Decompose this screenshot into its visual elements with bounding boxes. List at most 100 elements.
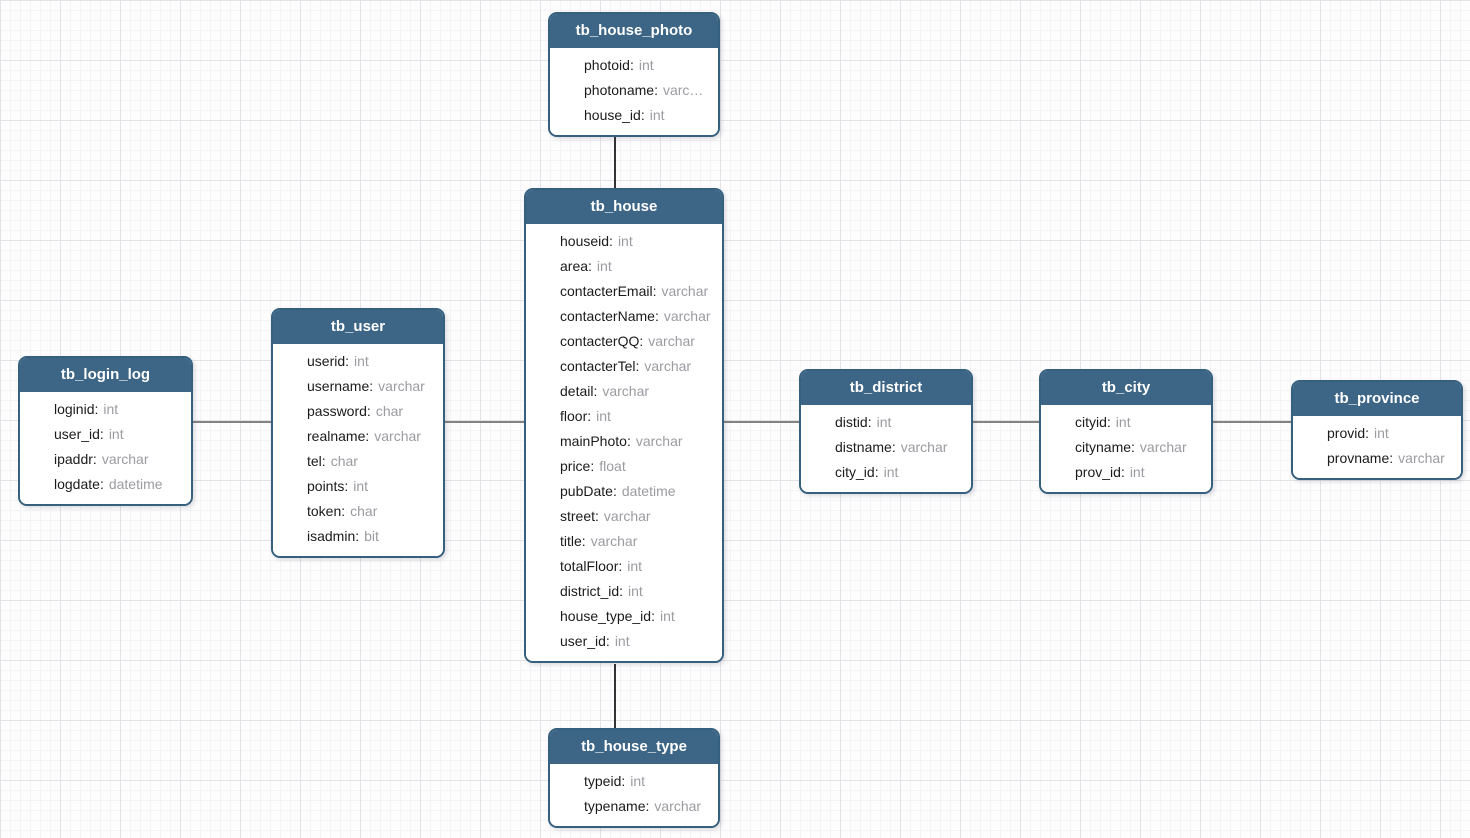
entity-body: useridint usernamevarchar passwordchar r… (273, 344, 443, 556)
field-row[interactable]: tokenchar (273, 499, 443, 524)
field-row[interactable]: detailvarchar (526, 379, 722, 404)
entity-tb-house[interactable]: tb_house houseidint areaint contacterEma… (524, 188, 724, 663)
field-type: int (628, 583, 643, 599)
field-type: varchar (590, 533, 638, 549)
field-name: contacterEmail (560, 283, 656, 299)
entity-body: providint provnamevarchar (1293, 416, 1461, 478)
field-name: price (560, 458, 594, 474)
field-type: int (649, 107, 665, 123)
field-type: datetime (621, 483, 676, 499)
field-row[interactable]: passwordchar (273, 399, 443, 424)
field-name: cityid (1075, 414, 1111, 430)
field-type: varchar (644, 358, 692, 374)
field-row[interactable]: typenamevarchar (550, 794, 718, 819)
entity-tb-house-type[interactable]: tb_house_type typeidint typenamevarchar (548, 728, 720, 828)
field-row[interactable]: providint (1293, 421, 1461, 446)
field-type: varchar (1139, 439, 1187, 455)
field-row[interactable]: isadminbit (273, 524, 443, 549)
field-row[interactable]: photoidint (550, 53, 718, 78)
field-row[interactable]: district_idint (526, 579, 722, 604)
field-row[interactable]: titlevarchar (526, 529, 722, 554)
connector-city-to-province[interactable] (1208, 421, 1292, 423)
entity-title[interactable]: tb_user (273, 310, 443, 344)
field-row[interactable]: pricefloat (526, 454, 722, 479)
field-row[interactable]: photonamevarc… (550, 78, 718, 103)
field-type: int (614, 633, 630, 649)
entity-tb-province[interactable]: tb_province providint provnamevarchar (1291, 380, 1463, 480)
field-row[interactable]: floorint (526, 404, 722, 429)
field-type: char (330, 453, 358, 469)
entity-title[interactable]: tb_city (1041, 371, 1211, 405)
field-type: int (1129, 464, 1145, 480)
field-row[interactable]: pointsint (273, 474, 443, 499)
field-type: char (375, 403, 404, 419)
field-row[interactable]: user_idint (20, 422, 191, 447)
entity-title[interactable]: tb_district (801, 371, 971, 405)
field-type: varchar (663, 308, 711, 324)
entity-tb-user[interactable]: tb_user useridint usernamevarchar passwo… (271, 308, 445, 558)
field-name: realname (307, 428, 369, 444)
field-row[interactable]: usernamevarchar (273, 374, 443, 399)
field-row[interactable]: telchar (273, 449, 443, 474)
field-row[interactable]: houseidint (526, 229, 722, 254)
connector-house-to-district[interactable] (719, 421, 800, 423)
entity-title[interactable]: tb_province (1293, 382, 1461, 416)
field-row[interactable]: mainPhotovarchar (526, 429, 722, 454)
field-type: varchar (654, 798, 702, 814)
field-type: int (659, 608, 675, 624)
entity-title[interactable]: tb_house (526, 190, 722, 224)
field-row[interactable]: logdatedatetime (20, 472, 191, 497)
field-name: area (560, 258, 592, 274)
field-row[interactable]: contacterTel varchar (526, 354, 722, 379)
field-row[interactable]: house_idint (550, 103, 718, 128)
field-row[interactable]: pubDatedatetime (526, 479, 722, 504)
field-type: varc… (662, 82, 704, 98)
field-row[interactable]: useridint (273, 349, 443, 374)
field-row[interactable]: house_type_idint (526, 604, 722, 629)
connector-house-photo-to-house[interactable] (614, 131, 616, 189)
entity-tb-city[interactable]: tb_city cityidint citynamevarchar prov_i… (1039, 369, 1213, 494)
field-row[interactable]: totalFloorint (526, 554, 722, 579)
field-row[interactable]: cityidint (1041, 410, 1211, 435)
field-row[interactable]: contacterNamevarchar (526, 304, 722, 329)
field-row[interactable]: contacterEmail varchar (526, 279, 722, 304)
entity-tb-house-photo[interactable]: tb_house_photo photoidint photonamevarc…… (548, 12, 720, 137)
field-row[interactable]: areaint (526, 254, 722, 279)
field-row[interactable]: city_idint (801, 460, 971, 485)
field-type: varchar (378, 378, 425, 394)
field-row[interactable]: prov_idint (1041, 460, 1211, 485)
field-row[interactable]: streetvarchar (526, 504, 722, 529)
entity-tb-login-log[interactable]: tb_login_log loginidint user_idint ipadd… (18, 356, 193, 506)
entity-tb-district[interactable]: tb_district distidint distnamevarchar ci… (799, 369, 973, 494)
field-name: contacterQQ (560, 333, 643, 349)
connector-login-log-to-user[interactable] (188, 421, 272, 423)
field-name: detail (560, 383, 597, 399)
field-row[interactable]: citynamevarchar (1041, 435, 1211, 460)
field-type: varchar (603, 508, 651, 524)
field-name: isadmin (307, 528, 359, 544)
field-name: typeid (584, 773, 625, 789)
connector-user-to-house[interactable] (440, 421, 525, 423)
field-row[interactable]: realnamevarchar (273, 424, 443, 449)
field-row[interactable]: user_idint (526, 629, 722, 654)
field-type: varchar (661, 283, 709, 299)
field-type: int (638, 57, 654, 73)
field-name: userid (307, 353, 349, 369)
field-type: int (617, 233, 633, 249)
field-row[interactable]: typeidint (550, 769, 718, 794)
field-row[interactable]: distnamevarchar (801, 435, 971, 460)
field-row[interactable]: ipaddrvarchar (20, 447, 191, 472)
connector-house-to-house-type[interactable] (614, 664, 616, 729)
field-name: contacterTel (560, 358, 639, 374)
entity-title[interactable]: tb_login_log (20, 358, 191, 392)
connector-district-to-city[interactable] (968, 421, 1040, 423)
entity-body: photoidint photonamevarc… house_idint (550, 48, 718, 135)
entity-title[interactable]: tb_house_photo (550, 14, 718, 48)
field-name: cityname (1075, 439, 1135, 455)
entity-title[interactable]: tb_house_type (550, 730, 718, 764)
field-row[interactable]: loginidint (20, 397, 191, 422)
field-row[interactable]: contacterQQvarchar (526, 329, 722, 354)
field-row[interactable]: distidint (801, 410, 971, 435)
field-row[interactable]: provnamevarchar (1293, 446, 1461, 471)
